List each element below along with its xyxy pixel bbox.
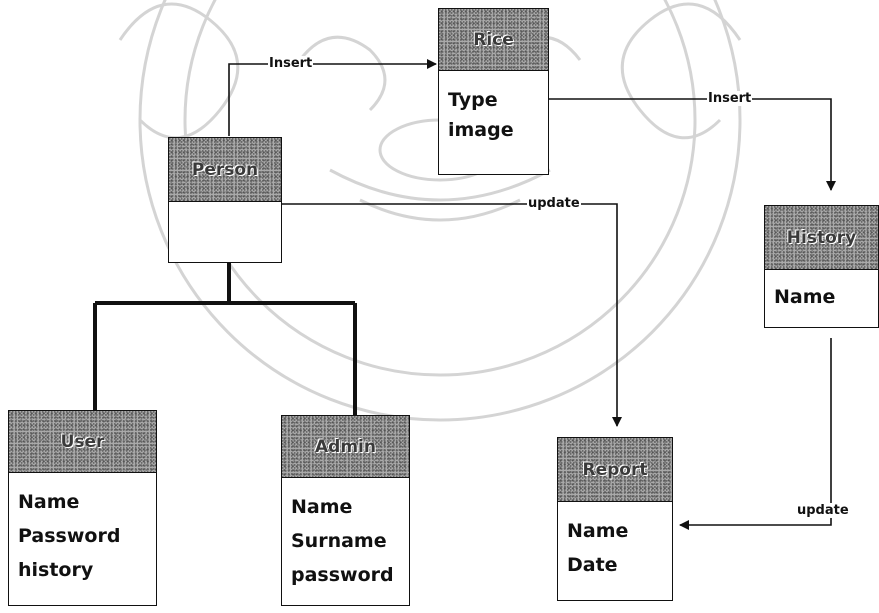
class-box-user: User Name Password history — [8, 410, 157, 606]
relation-label-person-rice: Insert — [268, 56, 313, 71]
attribute-name: Name — [774, 282, 869, 312]
class-title-person: Person — [169, 138, 281, 202]
relation-label-person-report: update — [527, 196, 581, 211]
class-title-history: History — [765, 206, 878, 270]
attribute-surname: Surname — [291, 524, 400, 558]
class-attributes-admin: Name Surname password — [282, 478, 409, 592]
connector-history-report — [680, 338, 831, 525]
connector-rice-history — [549, 99, 831, 190]
class-title-rice: Rice — [439, 9, 548, 71]
class-title-report: Report — [558, 438, 672, 502]
attribute-name: Name — [291, 490, 400, 524]
attribute-date: Date — [567, 548, 663, 582]
class-title-user: User — [9, 411, 156, 473]
class-attributes-person — [169, 202, 281, 212]
class-box-admin: Admin Name Surname password — [281, 415, 410, 606]
attribute-password: password — [291, 558, 400, 592]
attribute-history: history — [18, 553, 147, 587]
class-box-report: Report Name Date — [557, 437, 673, 601]
class-box-rice: Rice Type image — [438, 8, 549, 175]
class-attributes-report: Name Date — [558, 502, 672, 582]
relation-label-history-report: update — [796, 503, 850, 518]
relation-label-rice-history: Insert — [707, 91, 752, 106]
attribute-type: Type — [448, 85, 539, 115]
class-attributes-history: Name — [765, 270, 878, 312]
attribute-password: Password — [18, 519, 147, 553]
connector-person-report — [282, 204, 617, 426]
class-box-person: Person — [168, 137, 282, 263]
class-attributes-rice: Type image — [439, 71, 548, 145]
attribute-name: Name — [18, 485, 147, 519]
connector-person-rice — [229, 64, 436, 136]
class-attributes-user: Name Password history — [9, 473, 156, 587]
attribute-image: image — [448, 115, 539, 145]
attribute-name: Name — [567, 514, 663, 548]
class-title-admin: Admin — [282, 416, 409, 478]
class-box-history: History Name — [764, 205, 879, 328]
